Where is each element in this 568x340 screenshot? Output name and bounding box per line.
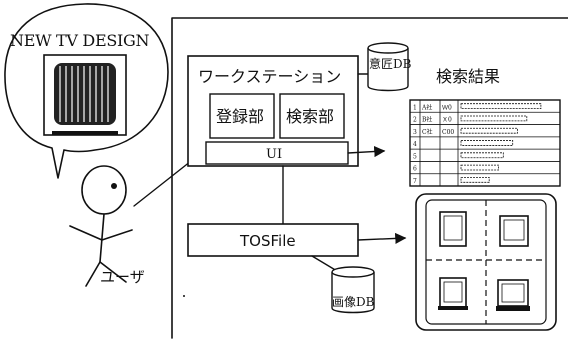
design-db: 意匠DB [358,43,412,91]
speech-bubble: NEW TV DESIGN [5,4,168,178]
image-results-panel [416,194,556,330]
results-row-code: C00 [442,129,454,136]
user-label: ユーザ [100,268,145,286]
workstation-box: ワークステーション 登録部 検索部 UI [188,56,358,166]
results-row-company: C社 [422,128,433,136]
results-row-number: 5 [413,153,417,160]
results-row-entry [461,104,541,109]
results-row-code: Ｗ0 [442,104,452,111]
register-unit-label: 登録部 [216,107,264,126]
tosfile-box: TOSFile [188,224,358,256]
image-db-label: 画像DB [332,295,375,309]
search-unit-label: 検索部 [286,107,334,126]
results-row-entry [461,153,503,158]
ui-label: UI [266,147,282,162]
workstation-title: ワークステーション [198,67,341,86]
results-row-entry [461,177,489,182]
tosfile-label: TOSFile [239,232,296,250]
results-row-entry [461,141,513,146]
results-row-number: 4 [413,141,417,148]
results-row-company: B社 [422,116,432,124]
image-thumbnail [500,216,528,246]
image-thumbnail [440,212,466,246]
results-row-company: A社 [421,103,432,111]
results-title: 検索結果 [436,67,500,86]
design-db-label: 意匠DB [369,56,412,71]
results-row-entry [461,128,517,133]
image-thumbnail [496,280,530,311]
results-row-number: 3 [413,129,417,136]
results-row-code: Ｘ0 [442,117,452,124]
results-row-entry [461,165,499,170]
tv-icon [44,55,126,135]
bubble-title: NEW TV DESIGN [10,31,149,50]
image-db: 画像DB [332,267,375,313]
image-thumbnail [438,278,468,310]
results-table: 1 A社 Ｗ0 2 B社 Ｘ0 3 C社 C00 4 5 6 7 [410,100,560,186]
scan-speck [183,295,185,297]
results-row-number: 2 [413,117,417,124]
results-row-number: 1 [413,104,417,111]
user-figure: ユーザ [70,166,145,286]
tosfile-to-images-arrow [358,238,405,240]
results-row-entry [461,116,527,121]
results-row-number: 7 [413,178,417,185]
results-row-number: 6 [413,166,417,173]
